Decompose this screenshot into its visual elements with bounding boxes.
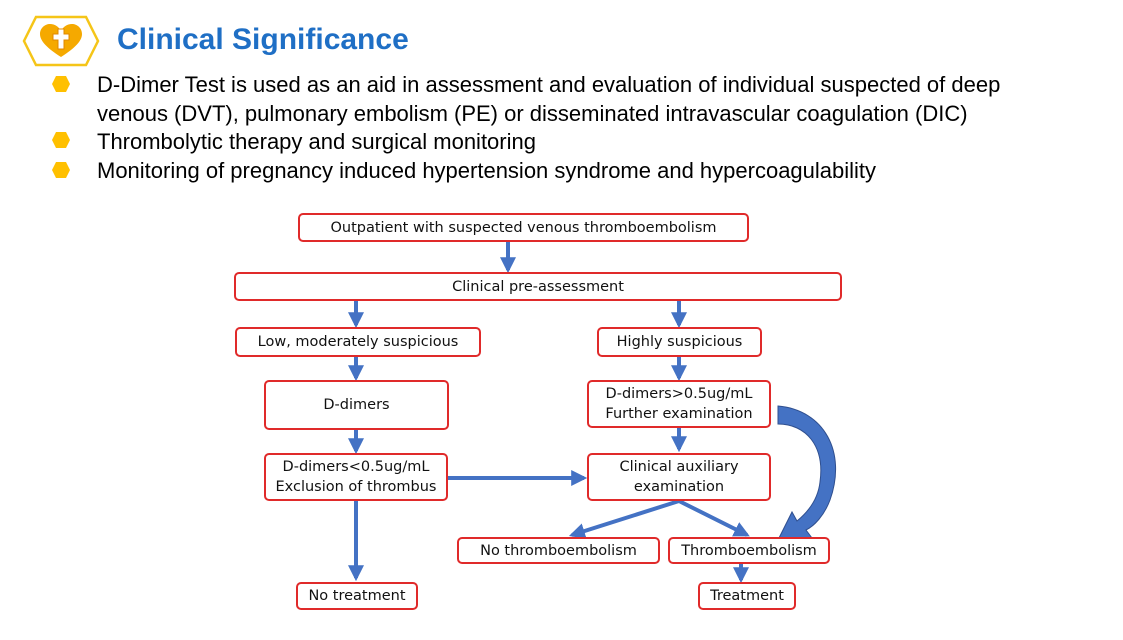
heart-cross-icon — [22, 15, 100, 67]
bullet-hexagon-icon — [52, 76, 70, 92]
bullet-line: Thrombolytic therapy and surgical monito… — [97, 129, 536, 154]
arrow — [568, 499, 680, 539]
node-no-treatment: No treatment — [296, 582, 418, 610]
node-auxiliary: Clinical auxiliary examination — [587, 453, 771, 501]
bullet-hexagon-icon — [52, 132, 70, 148]
bullet-line: venous (DVT), pulmonary embolism (PE) or… — [97, 101, 968, 126]
node-line: Clinical auxiliary — [619, 459, 739, 475]
node-treatment: Treatment — [698, 582, 796, 610]
bullet-hexagon-icon — [52, 162, 70, 178]
node-no-thromboembolism: No thromboembolism — [457, 537, 660, 564]
node-line: D-dimers<0.5ug/mL — [282, 459, 430, 475]
node-line: examination — [633, 479, 725, 495]
node-pre-assessment: Clinical pre-assessment — [234, 272, 842, 301]
node-high-suspicion: Highly suspicious — [597, 327, 762, 357]
curved-arrow — [777, 405, 837, 541]
arrow — [678, 499, 750, 537]
page-title: Clinical Significance — [117, 23, 409, 56]
node-outpatient: Outpatient with suspected venous thrombo… — [298, 213, 749, 242]
node-low-suspicion: Low, moderately suspicious — [235, 327, 481, 357]
bullet-line: Monitoring of pregnancy induced hyperten… — [97, 158, 877, 183]
node-d-dimers: D-dimers — [264, 380, 449, 430]
node-low-result: D-dimers<0.5ug/mL Exclusion of thrombus — [264, 453, 448, 501]
node-thromboembolism: Thromboembolism — [668, 537, 830, 564]
node-line: Further examination — [605, 406, 753, 422]
bullet-line: D-Dimer Test is used as an aid in assess… — [97, 72, 1001, 97]
node-line: Exclusion of thrombus — [275, 479, 437, 495]
node-line: D-dimers>0.5ug/mL — [605, 386, 753, 402]
node-high-result: D-dimers>0.5ug/mL Further examination — [587, 380, 771, 428]
